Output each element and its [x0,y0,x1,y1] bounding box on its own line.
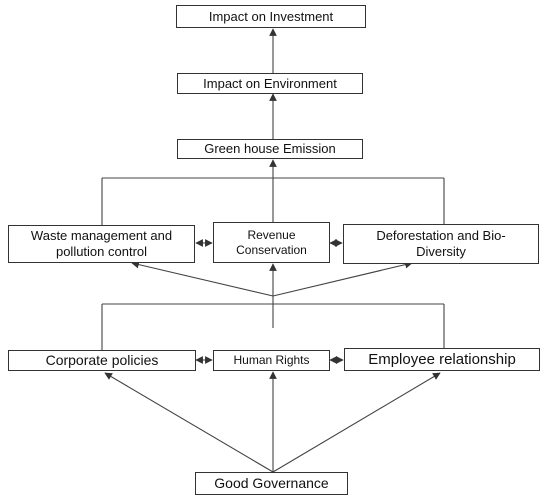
arrow-hub-to-deforestation [272,260,413,297]
node-green-house-emission: Green house Emission [177,139,363,159]
node-label: Deforestation and Bio-Diversity [376,228,506,259]
node-impact-on-investment: Impact on Investment [176,5,366,28]
arrow-governance-to-corporate [104,372,274,473]
arrow-hub-to-waste [131,260,274,297]
node-label: Impact on Environment [203,75,337,91]
node-good-governance: Good Governance [195,472,348,495]
node-impact-on-environment: Impact on Environment [177,73,363,94]
node-corporate-policies: Corporate policies [8,350,196,371]
node-label: Good Governance [214,475,329,492]
arrow-governance-to-employee [272,372,441,473]
node-label: Green house Emission [204,141,336,157]
node-label: Human Rights [233,353,310,368]
node-label: Waste management and pollution control [30,228,173,259]
node-human-rights: Human Rights [213,350,330,371]
node-label: Corporate policies [45,352,159,369]
node-deforestation: Deforestation and Bio-Diversity [343,224,539,264]
node-label: Revenue Conservation [236,228,307,257]
node-employee-relationship: Employee relationship [344,348,540,371]
node-revenue-conservation: Revenue Conservation [213,222,330,263]
node-label: Employee relationship [368,350,516,368]
node-waste-management: Waste management and pollution control [8,225,195,263]
node-label: Impact on Investment [208,8,334,24]
